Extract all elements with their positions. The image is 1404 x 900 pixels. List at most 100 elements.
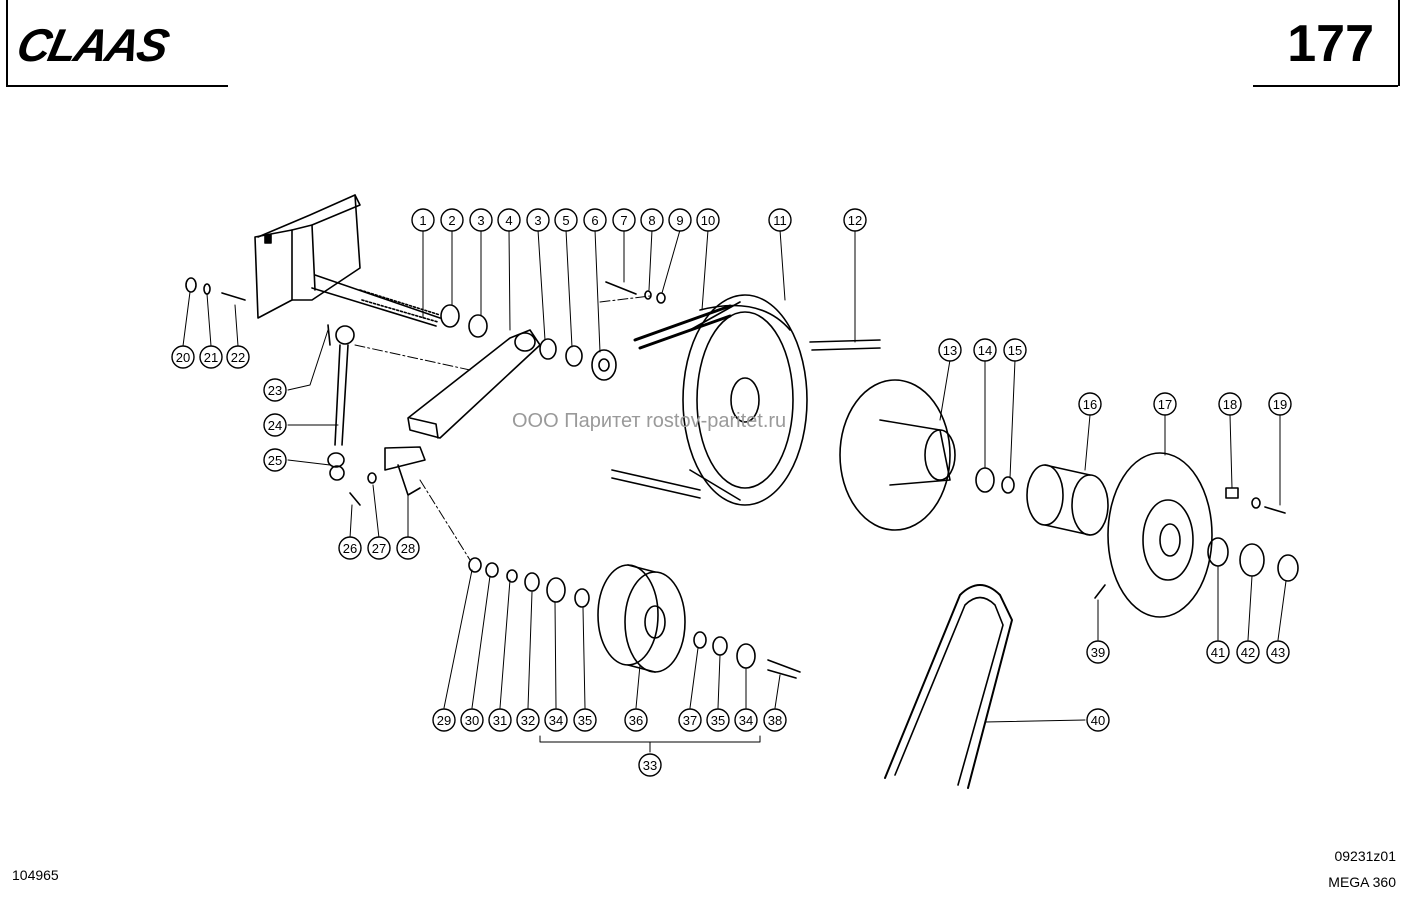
- part-callout-19: 19: [1268, 392, 1292, 416]
- callout-number: 9: [676, 213, 683, 228]
- callout-circle: [1206, 640, 1230, 664]
- callout-number: 36: [629, 713, 643, 728]
- callout-circle: [612, 208, 636, 232]
- callout-circle: [973, 338, 997, 362]
- callout-number: 20: [176, 350, 190, 365]
- callout-number: 40: [1091, 713, 1105, 728]
- part-callout-10: 10: [696, 208, 720, 232]
- callout-circle: [1218, 392, 1242, 416]
- part-callout-28: 28: [396, 536, 420, 560]
- part-callout-39: 39: [1086, 640, 1110, 664]
- callout-circle: [638, 753, 662, 777]
- header-rule-right: [1253, 85, 1398, 87]
- reference-code: 09231z01: [1334, 848, 1396, 864]
- callout-number: 13: [943, 343, 957, 358]
- callout-circle: [1078, 392, 1102, 416]
- callout-circle: [768, 208, 792, 232]
- callout-number: 33: [643, 758, 657, 773]
- part-callout-23: 23: [263, 378, 287, 402]
- callout-circle: [1268, 392, 1292, 416]
- callout-number: 35: [711, 713, 725, 728]
- callout-number: 27: [372, 541, 386, 556]
- header-rule-left: [6, 85, 228, 87]
- callout-circle: [843, 208, 867, 232]
- callout-number: 18: [1223, 397, 1237, 412]
- part-callout-42: 42: [1236, 640, 1260, 664]
- callout-circle: [396, 536, 420, 560]
- callout-number: 43: [1271, 645, 1285, 660]
- part-callout-22: 22: [226, 345, 250, 369]
- header-frame-left: [6, 0, 8, 86]
- callout-number: 11: [773, 213, 787, 228]
- callout-circle: [583, 208, 607, 232]
- model-label: MEGA 360: [1328, 874, 1396, 890]
- part-callout-24: 24: [263, 413, 287, 437]
- callout-number: 30: [465, 713, 479, 728]
- part-callout-35: 35: [573, 708, 597, 732]
- part-callout-16: 16: [1078, 392, 1102, 416]
- callout-circle: [263, 413, 287, 437]
- callout-number: 17: [1158, 397, 1172, 412]
- callout-circle: [460, 708, 484, 732]
- callout-circle: [706, 708, 730, 732]
- callout-number: 34: [739, 713, 753, 728]
- callout-number: 6: [591, 213, 598, 228]
- part-callout-33: 33: [638, 753, 662, 777]
- callout-number: 31: [493, 713, 507, 728]
- callout-circle: [554, 208, 578, 232]
- flange-pulley: [1107, 452, 1213, 618]
- callout-number: 16: [1083, 397, 1097, 412]
- callout-circle: [1266, 640, 1290, 664]
- callout-number: 10: [701, 213, 715, 228]
- part-callout-31: 31: [488, 708, 512, 732]
- part-callout-34: 34: [544, 708, 568, 732]
- callout-number: 14: [978, 343, 992, 358]
- part-callout-18: 18: [1218, 392, 1242, 416]
- part-callout-7: 7: [612, 208, 636, 232]
- callout-number: 24: [268, 418, 282, 433]
- callout-circle: [544, 708, 568, 732]
- part-callout-34: 34: [734, 708, 758, 732]
- part-callout-20: 20: [171, 345, 195, 369]
- callout-circle: [1086, 640, 1110, 664]
- part-callout-32: 32: [516, 708, 540, 732]
- callout-circle: [263, 378, 287, 402]
- callout-circle: [226, 345, 250, 369]
- callout-number: 41: [1211, 645, 1225, 660]
- callout-circle: [171, 345, 195, 369]
- callout-number: 32: [521, 713, 535, 728]
- callout-circle: [1236, 640, 1260, 664]
- callout-number: 26: [343, 541, 357, 556]
- callout-circle: [338, 536, 362, 560]
- callout-number: 3: [534, 213, 541, 228]
- part-callout-14: 14: [973, 338, 997, 362]
- callout-circle: [573, 708, 597, 732]
- callout-circle: [516, 708, 540, 732]
- callout-circle: [668, 208, 692, 232]
- callout-number: 3: [477, 213, 484, 228]
- callout-circle: [411, 208, 435, 232]
- callout-number: 37: [683, 713, 697, 728]
- header-frame-right: [1398, 0, 1400, 86]
- part-callout-11: 11: [768, 208, 792, 232]
- part-callout-38: 38: [763, 708, 787, 732]
- large-pulley: [682, 294, 808, 506]
- part-callout-36: 36: [624, 708, 648, 732]
- callout-circle: [734, 708, 758, 732]
- callout-circle: [763, 708, 787, 732]
- part-callout-6: 6: [583, 208, 607, 232]
- callout-circle: [624, 708, 648, 732]
- clutch-disc: [839, 379, 956, 531]
- callout-number: 19: [1273, 397, 1287, 412]
- part-callout-26: 26: [338, 536, 362, 560]
- part-callout-12: 12: [843, 208, 867, 232]
- part-callout-1: 1: [411, 208, 435, 232]
- callout-circle: [678, 708, 702, 732]
- callout-circle: [199, 345, 223, 369]
- callout-number: 25: [268, 453, 282, 468]
- callout-circle: [640, 208, 664, 232]
- callout-circle: [938, 338, 962, 362]
- callout-circle: [696, 208, 720, 232]
- callout-number: 1: [419, 213, 426, 228]
